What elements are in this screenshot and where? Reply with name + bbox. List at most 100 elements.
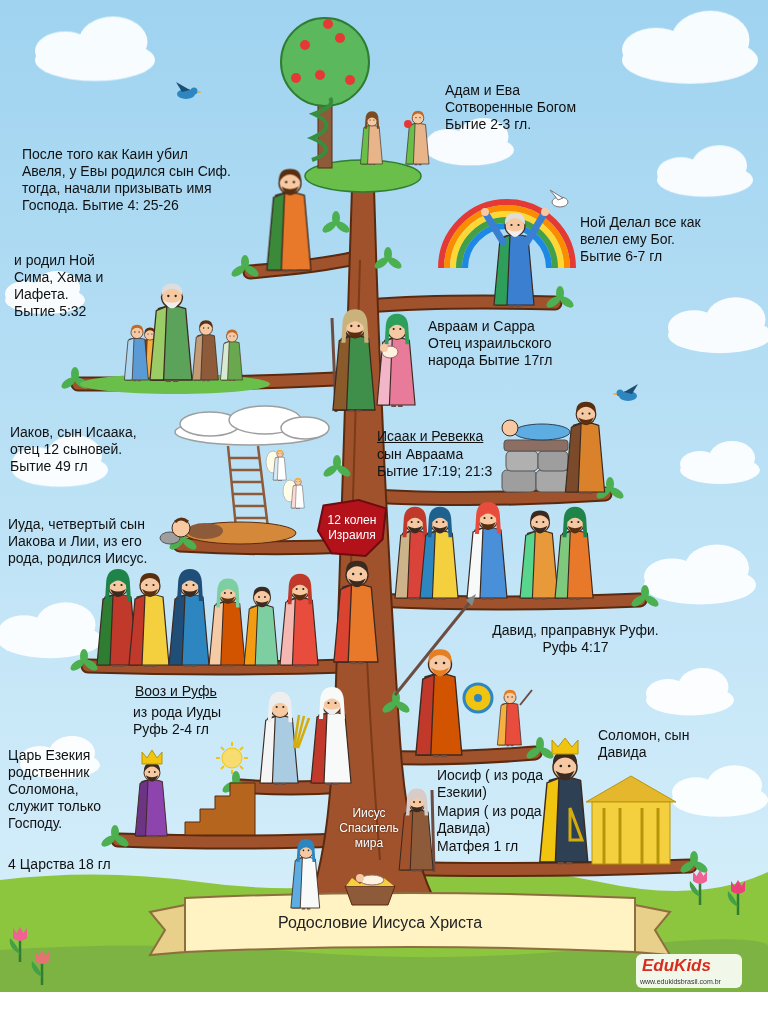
tulips bbox=[728, 880, 745, 915]
david bbox=[416, 645, 462, 758]
tribes-right bbox=[467, 502, 507, 600]
noah bbox=[441, 190, 573, 307]
leaves bbox=[60, 211, 710, 875]
hezekiah bbox=[185, 783, 255, 835]
jacob-ladder bbox=[172, 519, 190, 537]
tulips bbox=[690, 870, 707, 905]
banner bbox=[150, 893, 670, 955]
birds bbox=[176, 82, 190, 92]
leaves bbox=[373, 247, 404, 271]
clouds bbox=[668, 297, 768, 353]
sky bbox=[0, 0, 768, 992]
caption-text: Давид, праправнук Руфи. Руфь 4:17 bbox=[478, 622, 673, 656]
tribes-right bbox=[520, 507, 558, 600]
leaves bbox=[630, 585, 661, 609]
leaves bbox=[69, 649, 100, 673]
jacob-ladder bbox=[160, 406, 329, 544]
judah bbox=[334, 556, 378, 664]
logo-patch bbox=[636, 954, 742, 988]
leaves bbox=[545, 286, 576, 310]
apple-tree bbox=[300, 40, 310, 50]
apple-tree bbox=[315, 70, 325, 80]
leaves bbox=[321, 211, 352, 235]
leaves bbox=[230, 255, 261, 279]
tribes-right bbox=[395, 502, 593, 600]
noah-family bbox=[150, 279, 192, 382]
david bbox=[520, 690, 532, 705]
caption-text: Матфея 1 гл bbox=[437, 838, 518, 855]
isaac-altar bbox=[514, 424, 570, 440]
jacob-ladder bbox=[184, 522, 296, 544]
tribes-left bbox=[244, 583, 278, 666]
jacob-ladder bbox=[291, 476, 304, 508]
solomon-temple bbox=[604, 808, 658, 864]
apple-tree bbox=[281, 18, 369, 106]
isaac-altar bbox=[538, 451, 568, 471]
isaac-altar bbox=[506, 451, 538, 471]
noah bbox=[486, 214, 544, 242]
apple-tree bbox=[335, 33, 345, 43]
birds bbox=[191, 88, 198, 95]
apple-tree bbox=[345, 75, 355, 85]
red-blob-fill bbox=[318, 500, 386, 556]
ruth-boaz bbox=[216, 742, 248, 774]
tulips bbox=[32, 950, 49, 985]
birds bbox=[624, 384, 638, 394]
isaac-altar bbox=[502, 420, 518, 436]
caption-text: EduKids bbox=[642, 956, 711, 976]
noah-family bbox=[220, 327, 242, 381]
tribes-left bbox=[169, 569, 209, 667]
noah-family bbox=[192, 318, 218, 382]
noah-family bbox=[80, 279, 270, 394]
caption-text: сын Авраама Бытие 17:19; 21:3 bbox=[377, 446, 499, 480]
clouds bbox=[657, 145, 753, 197]
david bbox=[395, 594, 532, 757]
abraham-sarah bbox=[333, 309, 375, 412]
mary-manger bbox=[345, 886, 395, 905]
isaac-altar bbox=[565, 398, 604, 494]
isaac-altar bbox=[502, 470, 536, 492]
solomon-temple bbox=[570, 808, 582, 840]
abraham-sarah bbox=[332, 309, 415, 412]
node-text: 12 колен Израиля bbox=[322, 513, 382, 543]
solomon-temple bbox=[540, 747, 588, 865]
tulips bbox=[10, 870, 745, 985]
jacob-ladder bbox=[175, 519, 188, 522]
clouds bbox=[644, 544, 756, 604]
david bbox=[466, 594, 476, 606]
caption-text: Иосиф ( из рода Езекии) bbox=[437, 767, 549, 801]
leaves bbox=[679, 851, 710, 875]
jacob-ladder bbox=[187, 523, 223, 539]
grass bbox=[0, 870, 768, 992]
caption-text: Иуда, четвертый сын Иакова и Лии, из его… bbox=[8, 516, 170, 567]
clouds bbox=[622, 11, 758, 84]
tribes-right bbox=[555, 507, 593, 600]
hezekiah bbox=[135, 759, 167, 837]
caption-text: Вооз и Руфь bbox=[135, 683, 217, 700]
ruth-boaz bbox=[216, 687, 351, 785]
adam-eve bbox=[406, 108, 429, 165]
caption-text: и родил Ной Сима, Хама и Иафета. Бытие 5… bbox=[14, 252, 110, 320]
jacob-ladder bbox=[228, 446, 268, 528]
david bbox=[474, 694, 482, 702]
tribes-left bbox=[97, 569, 318, 667]
hezekiah bbox=[135, 750, 255, 838]
caption-text: Мария ( из рода Давида) bbox=[437, 803, 549, 837]
apple-tree bbox=[323, 19, 333, 29]
adam-eve bbox=[404, 120, 412, 128]
tribes-right bbox=[420, 507, 458, 600]
mary-manger bbox=[356, 874, 364, 882]
ruth-boaz bbox=[311, 687, 351, 785]
caption-text: 4 Царства 18 гл bbox=[8, 856, 111, 873]
clouds bbox=[646, 668, 734, 715]
isaac-altar bbox=[536, 470, 570, 492]
ruth-boaz bbox=[222, 748, 242, 768]
tulips bbox=[10, 927, 27, 962]
noah bbox=[481, 208, 489, 216]
caption-text: Адам и Ева Сотворенные Богом Бытие 2-3 г… bbox=[445, 82, 587, 133]
joseph bbox=[399, 788, 434, 872]
noah bbox=[541, 208, 549, 216]
solomon-temple bbox=[592, 802, 670, 864]
ruth-boaz bbox=[260, 692, 298, 785]
solomon-temple bbox=[586, 776, 676, 802]
